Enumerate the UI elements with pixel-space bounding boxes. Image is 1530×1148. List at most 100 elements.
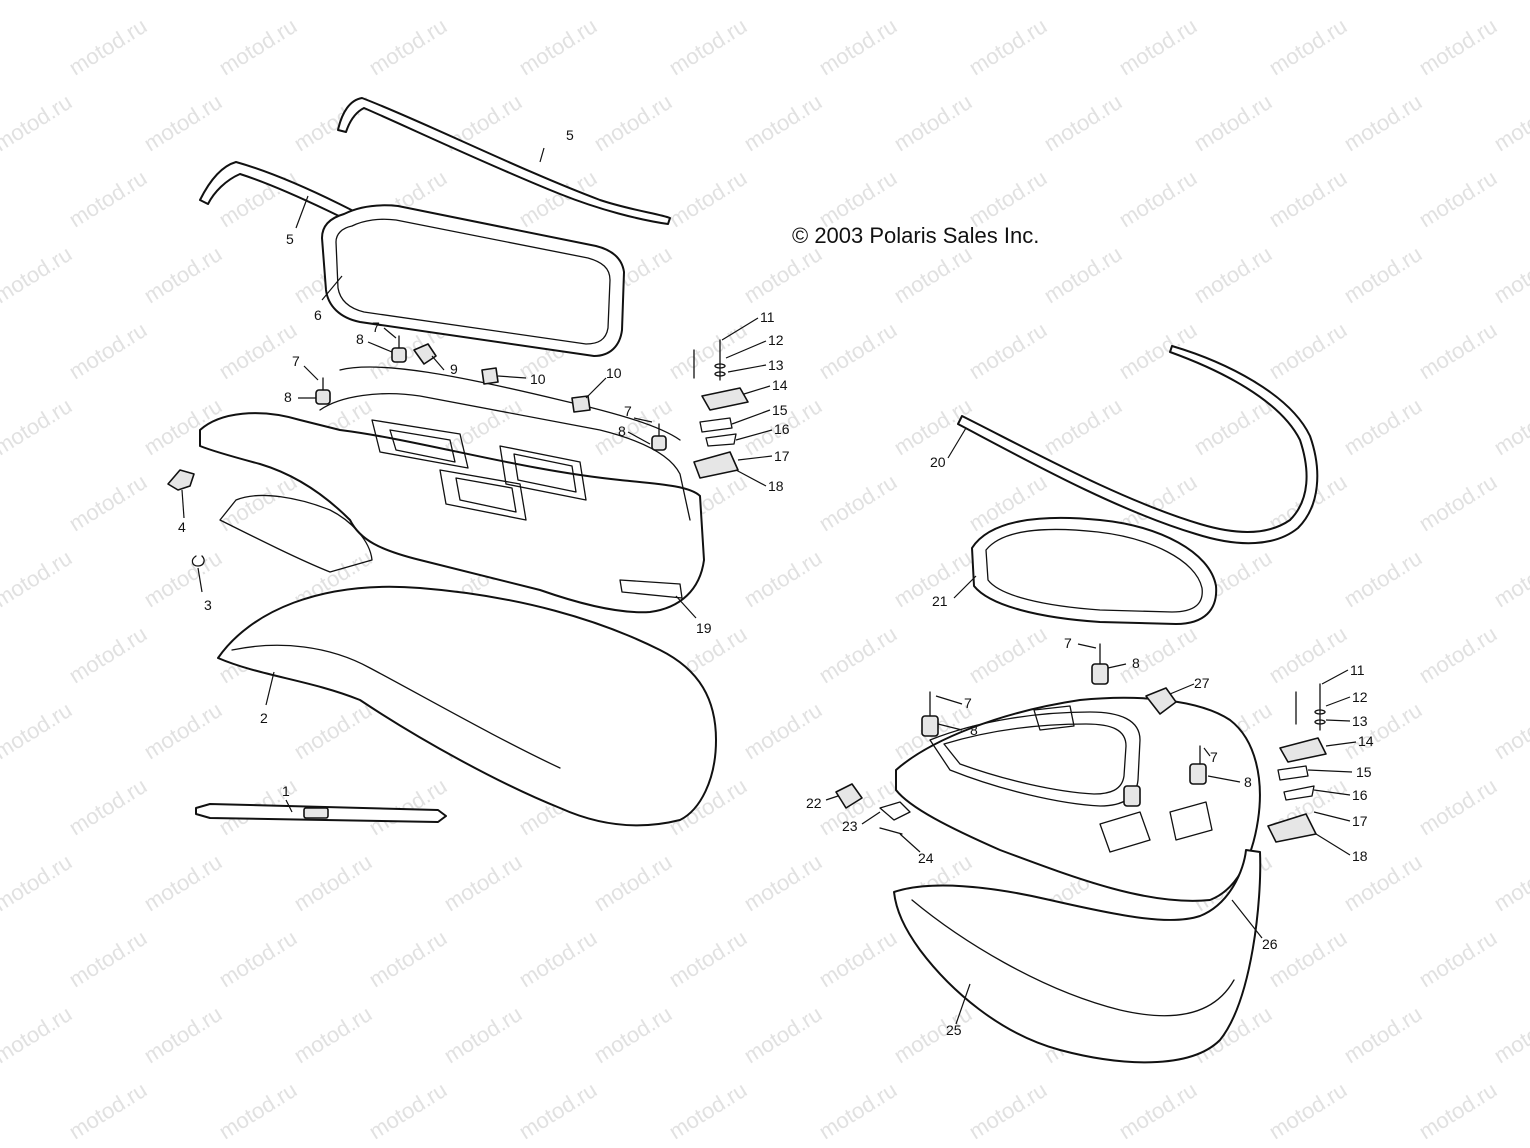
watermark-text: motod.ru — [1114, 621, 1201, 688]
callout-8d: 8 — [1132, 655, 1140, 671]
watermark-text: motod.ru — [1189, 0, 1276, 4]
watermark-text: motod.ru — [1414, 165, 1501, 232]
watermark-text: motod.ru — [139, 241, 226, 308]
watermark-text: motod.ru — [514, 1077, 601, 1144]
watermark-text: motod.ru — [364, 773, 451, 840]
watermark-text: motod.ru — [1039, 0, 1126, 4]
callout-7b: 7 — [292, 353, 300, 369]
watermark-text: motod.ru — [889, 89, 976, 156]
callout-21: 21 — [932, 593, 948, 609]
watermark-text: motod.ru — [664, 13, 751, 80]
watermark-text: motod.ru — [1489, 393, 1530, 460]
watermark-text: motod.ru — [139, 697, 226, 764]
watermark-text: motod.ru — [739, 241, 826, 308]
watermark-text: motod.ru — [214, 317, 301, 384]
latch-22 — [835, 783, 863, 809]
callout-7d: 7 — [1064, 635, 1072, 651]
watermark-text: motod.ru — [0, 545, 76, 612]
grab-handle — [195, 803, 447, 823]
watermark-text: motod.ru — [289, 849, 376, 916]
watermark-text: motod.ru — [1414, 469, 1501, 536]
watermark-text: motod.ru — [1264, 165, 1351, 232]
callout-12a: 12 — [768, 332, 784, 348]
watermark-text: motod.ru — [739, 697, 826, 764]
bumper-10b — [571, 395, 591, 413]
watermark-text: motod.ru — [64, 469, 151, 536]
clip-23 — [879, 801, 911, 821]
storage-tub-right — [895, 696, 1261, 902]
callout-19: 19 — [696, 620, 712, 636]
watermark-text: motod.ru — [889, 1001, 976, 1068]
watermark-text: motod.ru — [1339, 545, 1426, 612]
callout-7e: 7 — [964, 695, 972, 711]
callout-10a: 10 — [530, 371, 546, 387]
watermark-text: motod.ru — [1039, 89, 1126, 156]
watermark-text: motod.ru — [814, 925, 901, 992]
callout-25: 25 — [946, 1022, 962, 1038]
watermark-text: motod.ru — [739, 0, 826, 4]
watermark-text: motod.ru — [0, 0, 76, 4]
watermark-text: motod.ru — [514, 13, 601, 80]
watermark-text: motod.ru — [589, 849, 676, 916]
watermark-text: motod.ru — [364, 925, 451, 992]
lid-frame-right — [971, 516, 1218, 625]
watermark-text: motod.ru — [439, 849, 526, 916]
watermark-text: motod.ru — [1189, 393, 1276, 460]
watermark-text: motod.ru — [1414, 13, 1501, 80]
watermark-text: motod.ru — [1339, 1001, 1426, 1068]
watermark-text: motod.ru — [1489, 241, 1530, 308]
watermark-text: motod.ru — [814, 13, 901, 80]
seat-cover-right — [893, 849, 1262, 1064]
watermark-text: motod.ru — [139, 545, 226, 612]
bumper-27 — [1145, 687, 1177, 715]
watermark-text: motod.ru — [1489, 545, 1530, 612]
watermark-text: motod.ru — [1489, 1001, 1530, 1068]
callout-7a: 7 — [372, 319, 380, 335]
watermark-text: motod.ru — [139, 89, 226, 156]
watermark-text: motod.ru — [589, 89, 676, 156]
watermark-text: motod.ru — [664, 925, 751, 992]
callout-9: 9 — [450, 361, 458, 377]
right-assembly — [835, 345, 1327, 1064]
callout-14a: 14 — [772, 377, 788, 393]
callout-15b: 15 — [1356, 764, 1372, 780]
watermark-text: motod.ru — [1339, 0, 1426, 4]
callout-8f: 8 — [1244, 774, 1252, 790]
watermark-text: motod.ru — [814, 317, 901, 384]
callout-11b: 11 — [1350, 662, 1365, 678]
watermark-text: motod.ru — [0, 393, 76, 460]
watermark-text: motod.ru — [1414, 621, 1501, 688]
callout-4: 4 — [178, 519, 186, 535]
callout-18a: 18 — [768, 478, 784, 494]
watermark-text: motod.ru — [289, 0, 376, 4]
watermark-text: motod.ru — [64, 165, 151, 232]
copyright-notice: © 2003 Polaris Sales Inc. — [792, 223, 1039, 248]
watermark-text: motod.ru — [1339, 89, 1426, 156]
watermark-text: motod.ru — [64, 317, 151, 384]
watermark-text: motod.ru — [0, 89, 76, 156]
callout-14b: 14 — [1358, 733, 1374, 749]
watermark-text: motod.ru — [1039, 241, 1126, 308]
watermark-text: motod.ru — [664, 317, 751, 384]
callout-8b: 8 — [284, 389, 292, 405]
watermark-text: motod.ru — [964, 13, 1051, 80]
seal-strip-upper — [337, 97, 671, 225]
watermark-text: motod.ru — [814, 1077, 901, 1144]
watermark-text: motod.ru — [1489, 0, 1530, 4]
callout-3: 3 — [204, 597, 212, 613]
callout-6: 6 — [314, 307, 322, 323]
watermark-text: motod.ru — [964, 1077, 1051, 1144]
bumper-9 — [413, 343, 437, 365]
watermark-text: motod.ru — [739, 1001, 826, 1068]
watermark-text: motod.ru — [1114, 165, 1201, 232]
callout-10b: 10 — [606, 365, 622, 381]
watermark-text: motod.ru — [739, 849, 826, 916]
watermark-text: motod.ru — [1414, 925, 1501, 992]
clip — [191, 555, 205, 567]
watermark-text: motod.ru — [1414, 1077, 1501, 1144]
watermark-text: motod.ru — [889, 241, 976, 308]
watermark-text: motod.ru — [1189, 241, 1276, 308]
bumper-10a — [481, 367, 499, 385]
callout-13a: 13 — [768, 357, 784, 373]
